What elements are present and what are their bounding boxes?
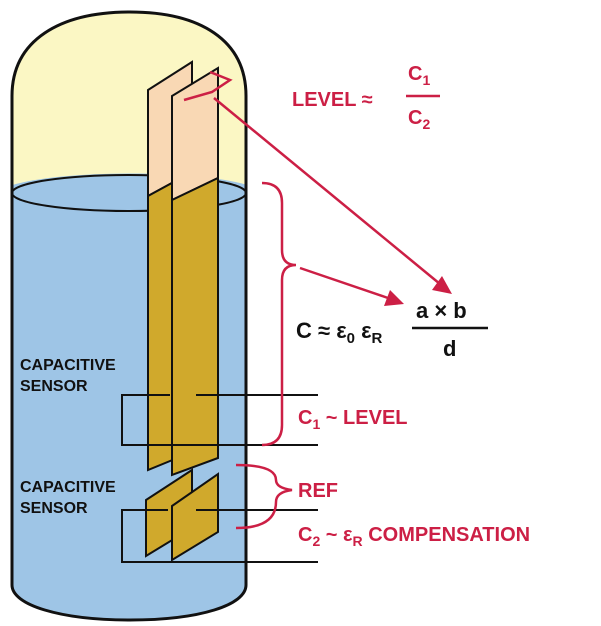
capacitance-numerator: a × b (416, 298, 467, 323)
sensor-lower-line1: CAPACITIVE (20, 479, 116, 496)
tank-outline (10, 10, 248, 622)
lower-sensor-wiring (121, 509, 318, 563)
level-brace (261, 181, 297, 447)
reference-sensor-plates (145, 468, 219, 562)
capacitance-formula-lhs: C ≈ ε0 εR (296, 318, 383, 347)
upper-sensor-wiring (121, 394, 318, 446)
capacitance-denominator: d (443, 336, 456, 361)
sensor-upper-line1: CAPACITIVE (20, 357, 116, 374)
sensor-lower-line2: SENSOR (20, 500, 88, 517)
level-sensor-plates (147, 60, 219, 477)
c2-compensation-label: C2 ~ εR COMPENSATION (298, 524, 530, 549)
liquid (12, 173, 246, 620)
ref-front-plate (171, 472, 219, 562)
sensor-upper-line2: SENSOR (20, 378, 88, 395)
level-formula-prefix: LEVEL ≈ (292, 89, 373, 111)
arrows (213, 97, 452, 306)
front-plate-wet (171, 176, 219, 477)
tank-contents (12, 12, 246, 620)
c1-level-label: C1 ~ LEVEL (298, 407, 408, 432)
level-formula-denominator: C2 (408, 107, 430, 132)
level-formula-numerator: C1 (408, 63, 430, 88)
ref-brace (235, 463, 293, 530)
ref-label: REF (298, 480, 338, 502)
plate-marker (183, 70, 233, 102)
